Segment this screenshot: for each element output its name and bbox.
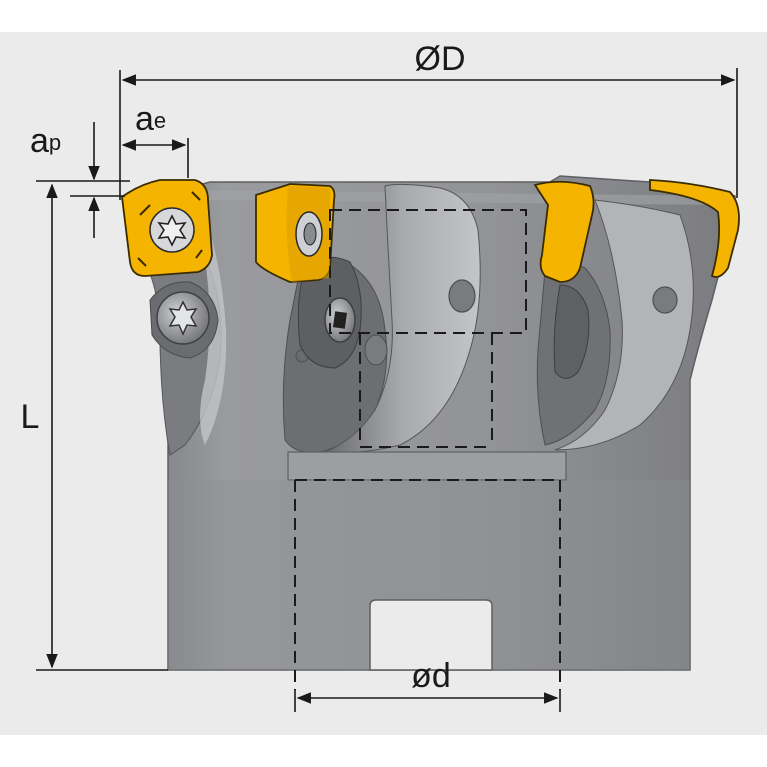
- cutter-body: [134, 175, 736, 671]
- insert-right: [533, 180, 595, 283]
- coolant-hole-center: [448, 279, 476, 313]
- center-pocket-face: [324, 183, 481, 454]
- label-length: L: [21, 398, 40, 436]
- insert-far-right: [649, 179, 740, 278]
- right-clamp-wedge: [553, 284, 590, 379]
- shank-collar: [287, 451, 567, 481]
- insert-center: [255, 183, 336, 283]
- label-cutting-width-sub: e: [154, 108, 166, 133]
- hidden-lines: [294, 209, 561, 690]
- hidden-upper-bore: [329, 209, 527, 334]
- left-clamp-screw: [149, 281, 219, 359]
- dimension-lines: [36, 68, 738, 712]
- hex-socket-icon: [332, 311, 348, 329]
- label-cutting-depth-main: a: [30, 122, 49, 160]
- right-pocket-face: [554, 199, 694, 451]
- label-bore-diameter: ød: [411, 657, 451, 695]
- wedge-hole-center: [364, 334, 388, 366]
- coolant-hole-right: [652, 286, 678, 314]
- label-cutting-width: ae: [135, 100, 166, 138]
- label-cutting-depth-sub: p: [49, 130, 61, 155]
- label-cutting-depth: ap: [30, 122, 61, 160]
- insert-left: [121, 179, 213, 277]
- label-cutting-width-main: a: [135, 100, 154, 138]
- label-outer-diameter: ØD: [415, 40, 466, 78]
- torx-icon: [157, 214, 187, 247]
- torx-icon: [168, 300, 198, 336]
- drive-slot: [369, 599, 493, 671]
